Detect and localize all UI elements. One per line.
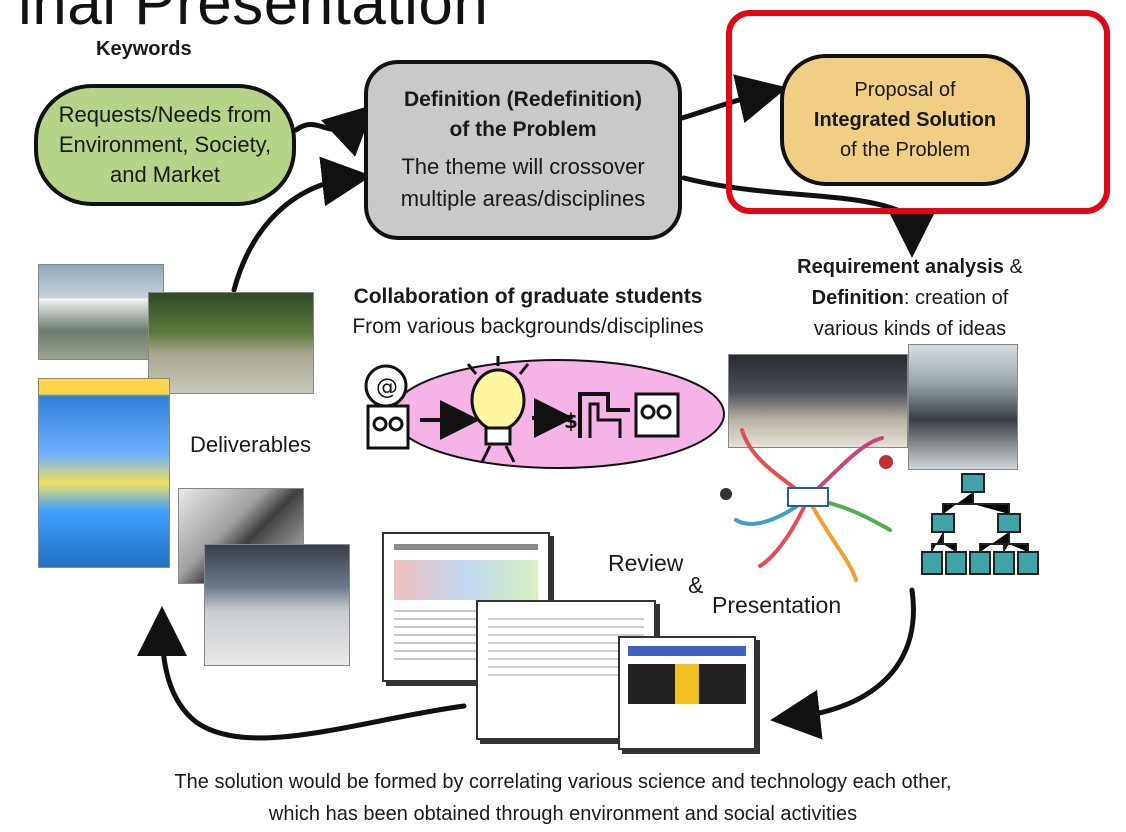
collaboration-text: Collaboration of graduate students From …	[318, 282, 738, 342]
outdoor-activity-photo	[148, 292, 314, 394]
page-title: inal Presentation	[18, 0, 489, 38]
arrow-review-to-deliverables	[137, 606, 467, 741]
collaboration-line-2: From various backgrounds/disciplines	[352, 315, 704, 338]
green-line-2: Environment, Society,	[58, 132, 272, 157]
discussion-photo	[728, 354, 908, 448]
gray-title-1: Definition (Redefinition)	[404, 88, 642, 111]
footer-line-1: The solution would be formed by correlat…	[174, 771, 952, 793]
requirement-rest-2: : creation of	[903, 287, 1009, 309]
footer-line-2: which has been obtained through environm…	[268, 803, 858, 825]
presentation-label: Presentation	[712, 592, 842, 618]
footer-caption: The solution would be formed by correlat…	[0, 766, 1126, 830]
group-photo	[38, 264, 164, 360]
tan-line-3: of the Problem	[839, 139, 971, 161]
ampersand-label: &	[688, 572, 704, 598]
review-label: Review	[608, 550, 684, 576]
collaboration-line-1: Collaboration of graduate students	[353, 285, 703, 308]
green-line-3: and Market	[109, 162, 221, 187]
requirement-bold-1: Requirement analysis	[797, 256, 1004, 278]
robot-poster-image	[38, 378, 170, 568]
tan-line-1: Proposal of	[854, 79, 956, 101]
gray-body-2: multiple areas/disciplines	[400, 186, 646, 211]
svg-text:$: $	[564, 409, 578, 433]
keywords-heading: Keywords	[96, 38, 192, 60]
svg-text:@: @	[376, 375, 398, 400]
arrow-green-to-gray	[293, 104, 375, 157]
workshop-photo	[204, 544, 350, 666]
green-line-1: Requests/Needs from	[58, 102, 272, 127]
requirement-analysis-text: Requirement analysis & Definition: creat…	[760, 252, 1060, 345]
gray-body-1: The theme will crossover	[401, 154, 645, 179]
requests-needs-bubble: Requests/Needs from Environment, Society…	[34, 84, 296, 206]
deliverables-label: Deliverables	[190, 432, 312, 457]
gray-title-2: of the Problem	[449, 118, 597, 141]
arrow-photos-to-gray	[231, 156, 372, 293]
requirement-amp: &	[1003, 256, 1023, 278]
problem-definition-bubble: Definition (Redefinition) of the Problem…	[364, 60, 682, 240]
meeting-photo	[908, 344, 1018, 470]
integrated-solution-highlight	[726, 10, 1110, 214]
review-slide-3	[618, 636, 756, 750]
tan-line-2: Integrated Solution	[813, 109, 997, 131]
integrated-solution-bubble: Proposal of Integrated Solution of the P…	[780, 54, 1030, 186]
requirement-bold-2: Definition	[811, 287, 904, 309]
arrow-ideas-to-review	[770, 587, 916, 740]
arrow-gray-to-tan	[679, 74, 788, 124]
arrow-gray-to-requirements	[681, 175, 937, 258]
requirement-line-3: various kinds of ideas	[813, 318, 1007, 340]
